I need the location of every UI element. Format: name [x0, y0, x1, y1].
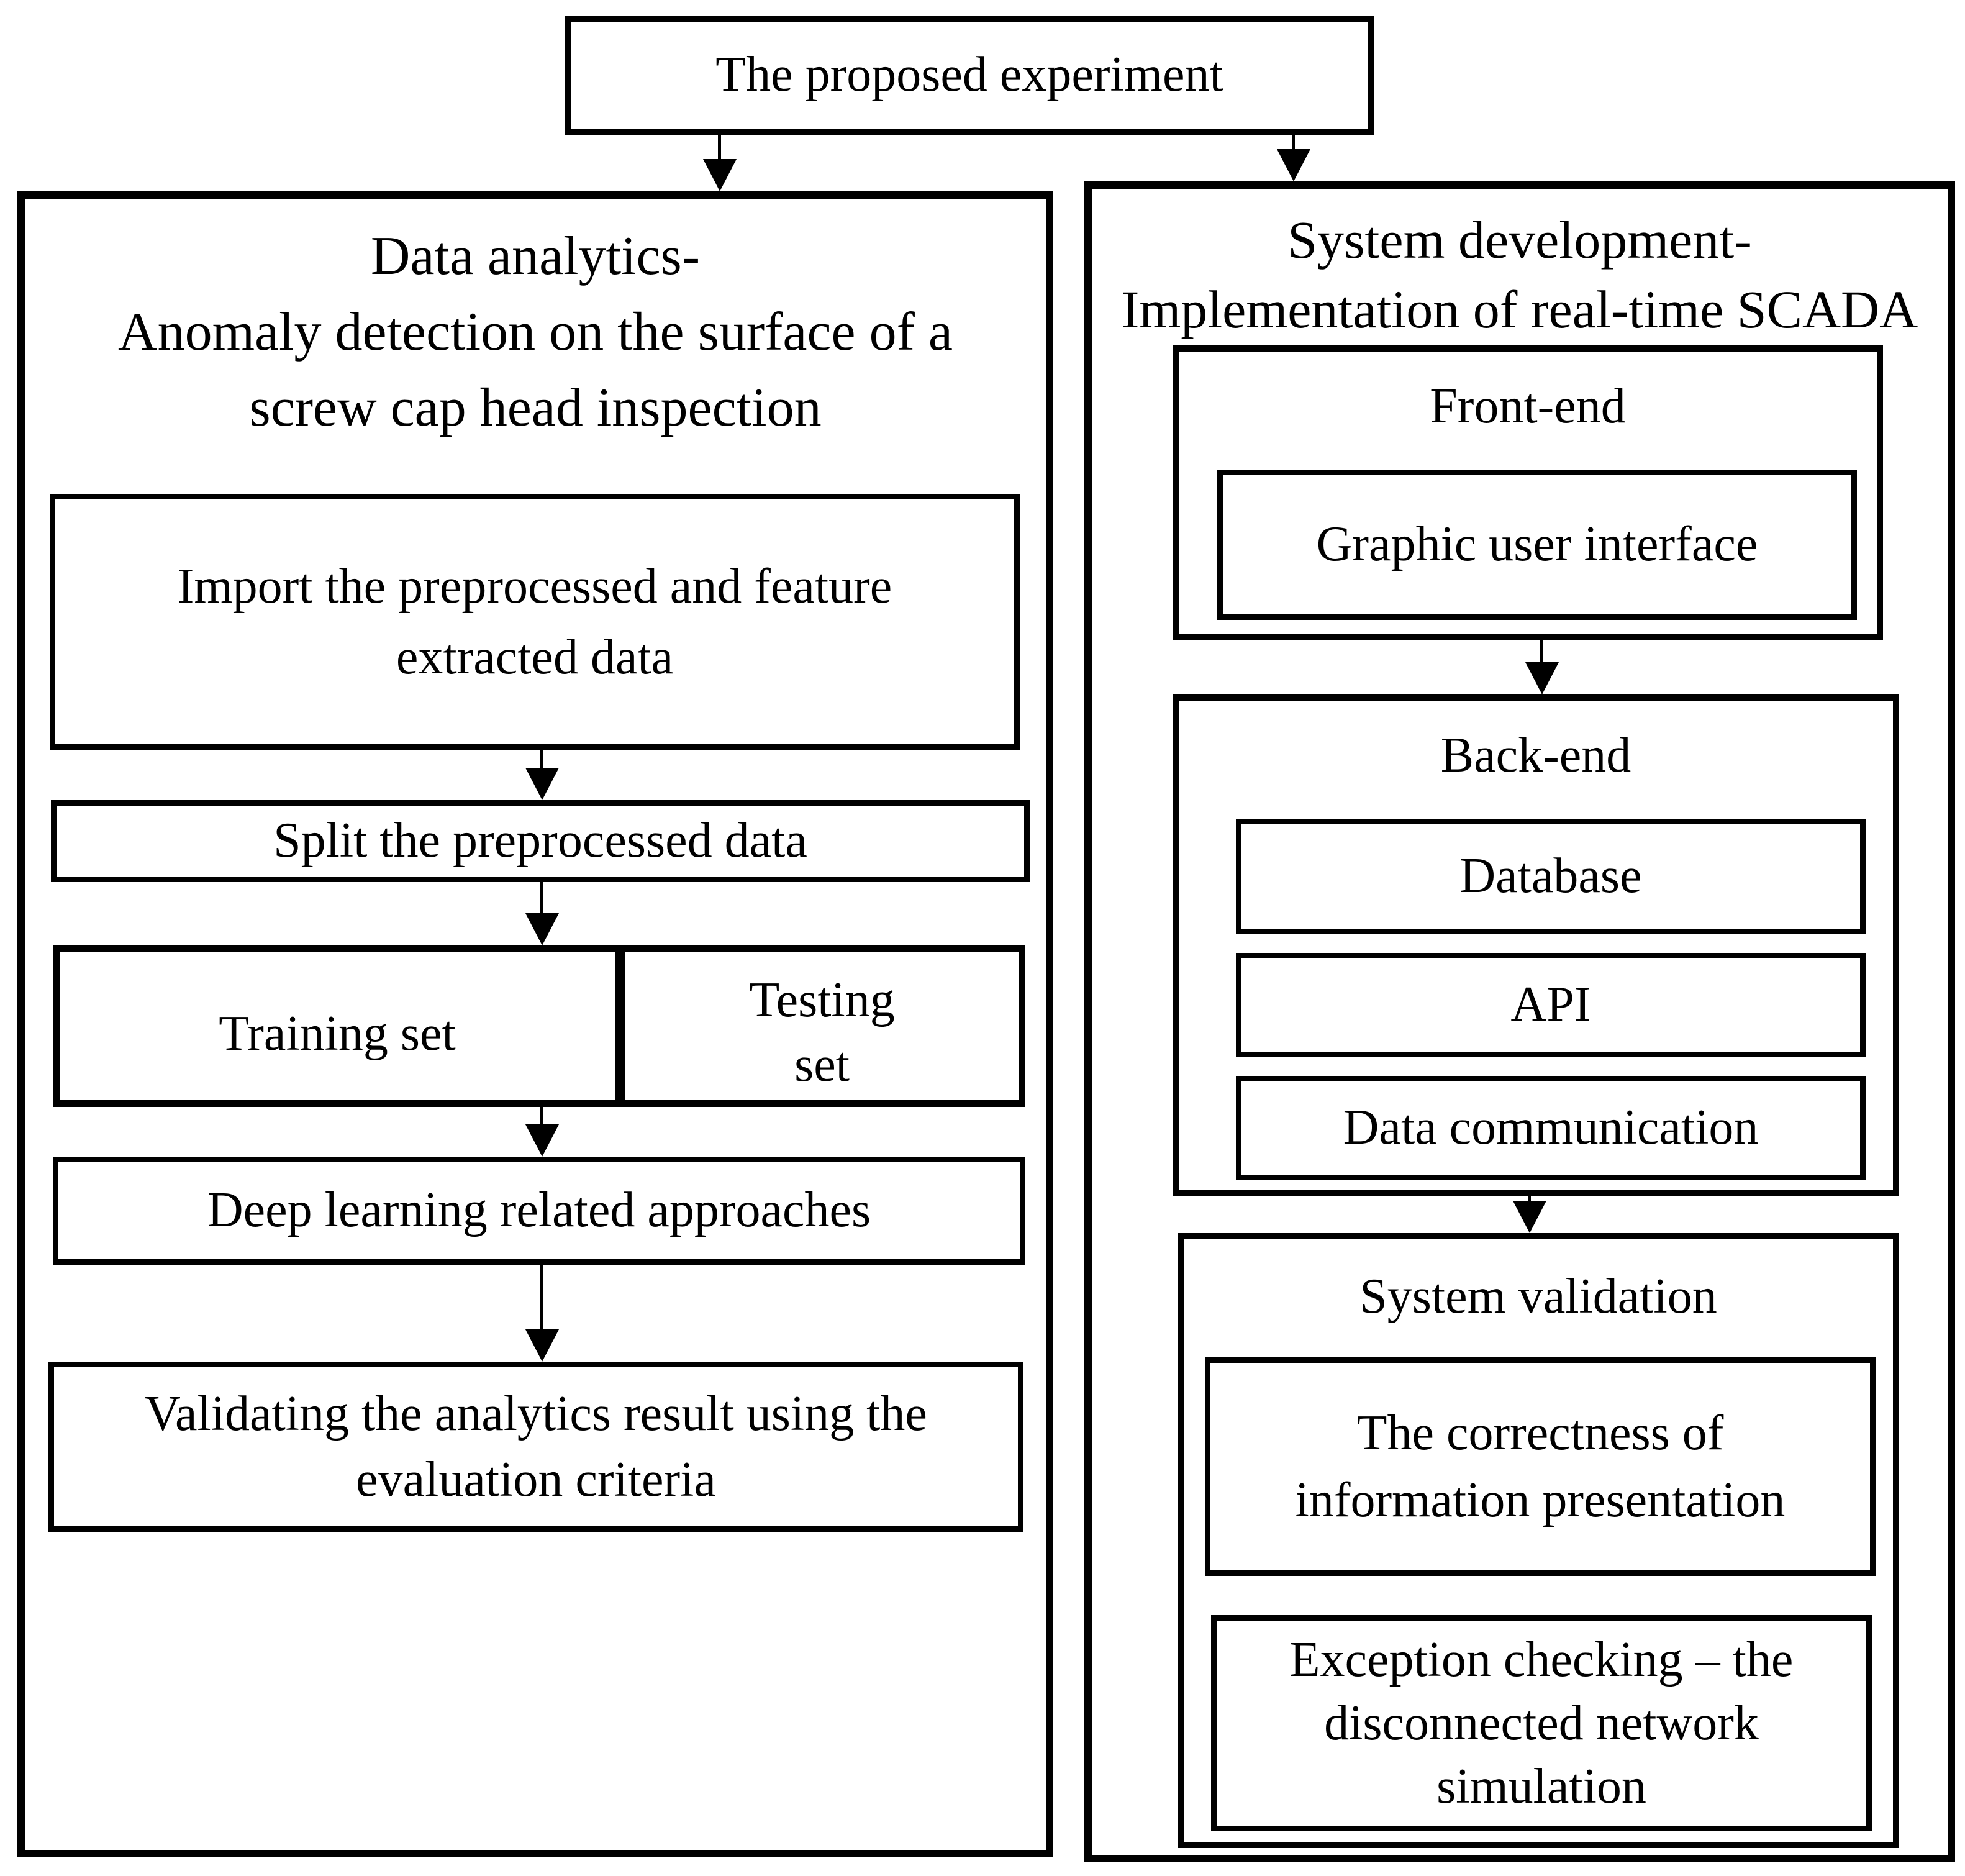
deep-learning-box: Deep learning related approaches [53, 1157, 1025, 1265]
api-box: API [1236, 953, 1866, 1057]
validating-results-box: Validating the analytics result using th… [48, 1362, 1023, 1532]
arrow-root-to-system-development-line [1292, 134, 1295, 152]
arrow-root-to-system-development-head [1277, 149, 1310, 181]
arrow-backend-to-validation-head [1513, 1201, 1546, 1233]
graphic-user-interface-box: Graphic user interface [1217, 470, 1857, 620]
data-analytics-panel-title: Data analytics- Anomaly detection on the… [118, 226, 953, 438]
arrow-frontend-to-backend-line [1540, 640, 1543, 663]
arrow-split-to-sets-head [525, 913, 559, 945]
root-box-label: The proposed experiment [715, 47, 1223, 102]
import-data-box-label: Import the preprocessed and feature extr… [177, 559, 892, 685]
exception-checking-box-label: Exception checking – the disconnected ne… [1289, 1632, 1794, 1814]
exception-checking-box: Exception checking – the disconnected ne… [1211, 1615, 1872, 1831]
deep-learning-box-label: Deep learning related approaches [207, 1183, 871, 1238]
system-validation-label: System validation [1359, 1269, 1717, 1324]
arrow-sets-to-deep-head [525, 1124, 559, 1157]
back-end-label: Back-end [1440, 728, 1631, 783]
training-set-box: Training set [219, 1006, 456, 1061]
arrow-deep-to-validating-head [525, 1329, 559, 1362]
data-communication-box: Data communication [1236, 1076, 1866, 1180]
arrow-sets-to-deep-line [540, 1107, 543, 1126]
arrow-root-to-data-analytics-head [703, 159, 737, 191]
arrow-backend-to-validation-line [1528, 1196, 1531, 1204]
split-data-box: Split the preprocessed data [51, 800, 1030, 882]
front-end-label: Front-end [1430, 379, 1626, 434]
graphic-user-interface-label: Graphic user interface [1316, 517, 1758, 572]
import-data-box: Import the preprocessed and feature extr… [50, 494, 1020, 750]
api-box-label: API [1510, 977, 1591, 1032]
correctness-box: The correctness of information presentat… [1205, 1357, 1876, 1576]
system-development-panel-title: System development- Implementation of re… [1121, 210, 1918, 339]
correctness-box-label: The correctness of information presentat… [1295, 1406, 1786, 1528]
split-data-box-label: Split the preprocessed data [273, 813, 807, 868]
database-box: Database [1236, 819, 1866, 934]
arrow-import-to-split-head [525, 768, 559, 800]
train-test-divider [615, 949, 625, 1103]
arrow-frontend-to-backend-head [1525, 662, 1559, 694]
arrow-import-to-split-line [540, 750, 543, 770]
root-box: The proposed experiment [565, 16, 1374, 135]
validating-results-box-label: Validating the analytics result using th… [145, 1387, 927, 1507]
arrow-deep-to-validating-line [540, 1265, 543, 1331]
testing-set-box: Testing set [749, 973, 895, 1092]
arrow-root-to-data-analytics-line [718, 134, 721, 162]
data-communication-box-label: Data communication [1343, 1100, 1759, 1155]
arrow-split-to-sets-line [540, 882, 543, 914]
database-box-label: Database [1459, 849, 1642, 904]
train-test-row [53, 945, 1025, 1107]
